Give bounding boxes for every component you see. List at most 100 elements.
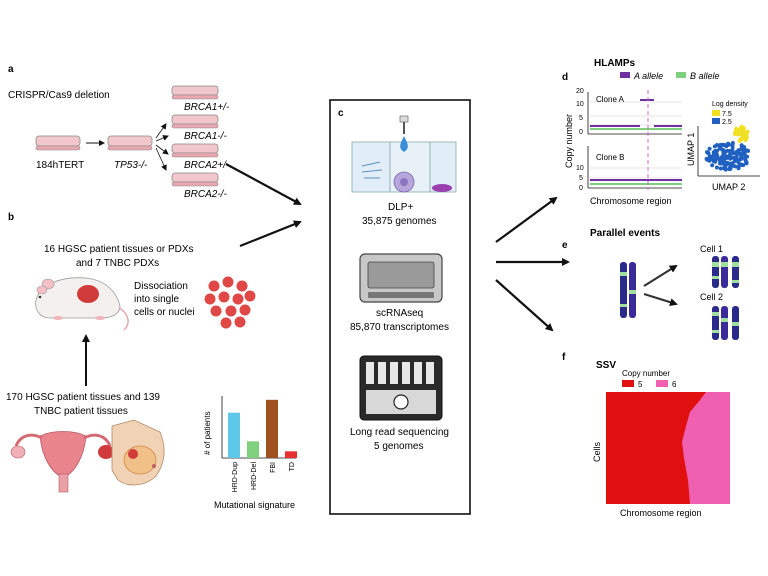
- dissociation-line1: Dissociation: [134, 281, 188, 292]
- dlp-count: 35,875 genomes: [362, 216, 437, 227]
- brca2-het-label: BRCA2+/-: [184, 160, 230, 171]
- bar-hrd-del: [247, 441, 259, 458]
- density-hi-swatch: [712, 110, 720, 116]
- panel-b-letter: b: [8, 212, 14, 223]
- panel-c: c DLP+ 35,875 genomes scRNAseq 85,870 tr…: [329, 99, 471, 515]
- mutational-signature-bar-chart: # of patients Mutational signature HRD-D…: [203, 396, 297, 510]
- bar-chart-xlabel: Mutational signature: [214, 500, 295, 510]
- dissociation-line2: into single: [134, 294, 179, 305]
- cell2-chromosome-icon: [712, 306, 739, 340]
- dlp-title: DLP+: [388, 202, 413, 213]
- ssv-heatmap: [606, 392, 730, 504]
- umap-point: [723, 164, 728, 169]
- umap-point: [714, 148, 719, 153]
- copy-number-ylabel: Copy number: [564, 114, 574, 168]
- umap-point: [713, 159, 718, 164]
- cn5-label: 5: [638, 380, 643, 389]
- umap-point: [730, 145, 735, 150]
- umap-point: [714, 165, 719, 170]
- panel-e-title: Parallel events: [590, 228, 660, 239]
- arrow-c-to-d: [495, 196, 558, 243]
- clone-b-tick-10: 10: [576, 165, 584, 172]
- panel-f: f SSV Copy number 5 6 Cells Chromosome r…: [562, 352, 730, 518]
- umap-point-dense: [741, 134, 746, 139]
- umap-point-dense: [741, 126, 746, 131]
- umap-point: [723, 167, 728, 172]
- cn6-label: 6: [672, 380, 677, 389]
- legend-a-label: A allele: [633, 71, 663, 81]
- umap-point: [724, 144, 729, 149]
- density-lo-swatch: [712, 118, 720, 124]
- cell1-label: Cell 1: [700, 244, 723, 254]
- clone-a-tick-0: 0: [579, 129, 583, 136]
- umap-point: [707, 154, 712, 159]
- longread-title: Long read sequencing: [350, 427, 449, 438]
- panel-e: e Parallel events Cell 1 Cell 2: [562, 228, 739, 340]
- arrow-a-brca2het: [155, 144, 169, 155]
- clone-b-label: Clone B: [596, 153, 624, 162]
- flow-cell-icon: [359, 355, 443, 421]
- legend-b-label: B allele: [690, 71, 720, 81]
- umap-point-dense: [745, 129, 750, 134]
- brca2-hom-label: BRCA2-/-: [184, 189, 227, 200]
- bar-tick-hrd-del: HRD-Del: [251, 462, 258, 490]
- umap-point: [707, 146, 712, 151]
- panel-a: a CRISPR/Cas9 deletion 184hTERT TP53-/- …: [8, 64, 230, 200]
- umap-point: [743, 158, 748, 163]
- cells-ylabel: Cells: [592, 441, 602, 462]
- arrow-c-to-f: [495, 279, 554, 332]
- clone-a-tick-20: 20: [576, 88, 584, 95]
- panel-f-title: SSV: [596, 360, 616, 371]
- panel-b-line1: 16 HGSC patient tissues or PDXs: [44, 244, 194, 255]
- clone-a-tick-10: 10: [576, 101, 584, 108]
- umap-point: [733, 164, 738, 169]
- umap-point: [738, 162, 743, 167]
- bar-td: [285, 451, 297, 458]
- dissociated-cells-icon: [204, 276, 256, 329]
- dish-brca1-hom: [171, 114, 219, 129]
- ancestor-chromosome-icon: [620, 262, 636, 318]
- panel-a-letter: a: [8, 64, 14, 75]
- arrow-a-brca1hom: [155, 135, 169, 142]
- umap-point: [710, 163, 715, 168]
- cell2-label: Cell 2: [700, 292, 723, 302]
- dish-tp53: [107, 135, 153, 151]
- clone-a-tick-5: 5: [579, 115, 583, 122]
- panel-b-bottom2: TNBC patient tissues: [34, 406, 128, 417]
- breast-icon: [111, 419, 165, 486]
- bar-chart-ylabel: # of patients: [203, 411, 212, 455]
- umap-point: [728, 152, 733, 157]
- umap-point: [719, 161, 724, 165]
- arrow-a-to-c: [225, 163, 302, 205]
- uterus-icon: [10, 431, 114, 493]
- panel-e-letter: e: [562, 240, 568, 251]
- heatmap-cn6-region: [682, 392, 730, 504]
- chromosome-region-xlabel: Chromosome region: [590, 196, 672, 206]
- umap-point: [718, 166, 723, 171]
- arrow-b-to-c: [239, 220, 302, 248]
- arrow-to-cell2: [643, 292, 678, 307]
- umap-point: [742, 145, 747, 150]
- umap-point: [722, 148, 726, 153]
- dish-184htert: [35, 135, 81, 151]
- arrow-to-cell1: [643, 264, 678, 287]
- panel-d-letter: d: [562, 72, 568, 83]
- umap-point: [744, 148, 749, 153]
- panel-b-line2: and 7 TNBC PDXs: [76, 258, 159, 269]
- cn6-swatch: [656, 380, 668, 387]
- bar-tick-fbi: FBI: [270, 462, 277, 473]
- umap-point: [714, 152, 719, 157]
- umap-point: [739, 155, 744, 160]
- umap-point-dense: [743, 137, 748, 143]
- bar-tick-hrd-dup: HRD-Dup: [232, 462, 239, 492]
- clone-b-plot: 10 5 0 Clone B: [576, 146, 682, 192]
- legend-a-swatch: [620, 72, 630, 78]
- clone-b-tick-5: 5: [579, 175, 583, 182]
- cn-legend-title: Copy number: [622, 369, 670, 378]
- scrnaseq-count: 85,870 transcriptomes: [350, 322, 449, 333]
- dish-brca2-hom: [171, 172, 219, 187]
- bar-tick-td: TD: [289, 462, 296, 471]
- density-legend-title: Log density: [712, 101, 748, 108]
- brca1-hom-label: BRCA1-/-: [184, 131, 227, 142]
